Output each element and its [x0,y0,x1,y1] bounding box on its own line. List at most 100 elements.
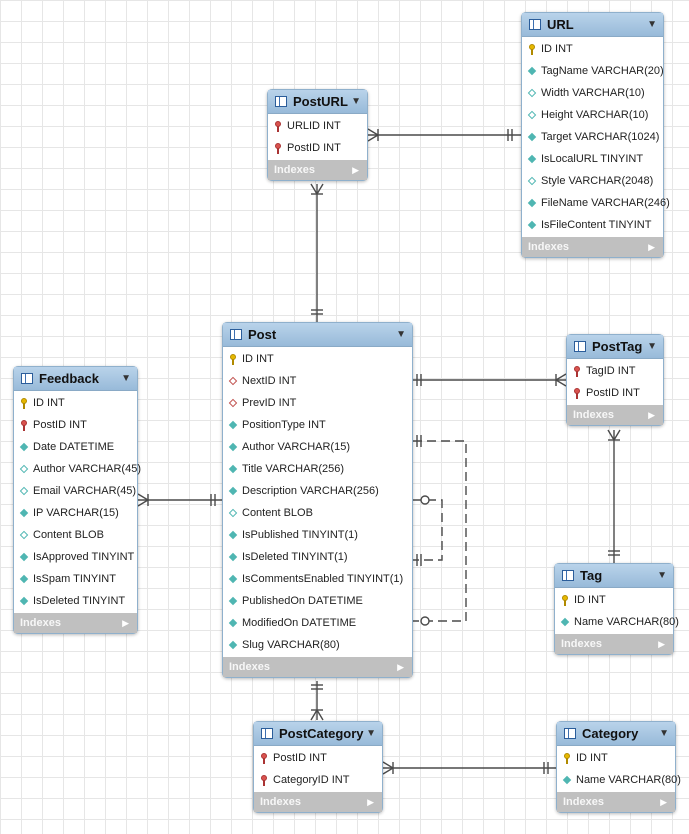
indexes-bar[interactable]: Indexes ▶ [557,792,675,812]
triangle-right-icon[interactable]: ▶ [648,409,655,420]
indexes-bar[interactable]: Indexes ▶ [567,405,663,425]
column-row[interactable]: PostID INT [254,747,382,769]
column-row[interactable]: ID INT [555,589,673,611]
self-relationship-inner[interactable] [413,495,443,566]
triangle-down-icon[interactable]: ▼ [647,19,657,30]
column-row[interactable]: ID INT [14,392,137,414]
triangle-down-icon[interactable]: ▼ [396,329,406,340]
column-row[interactable]: PositionType INT [223,414,412,436]
column-row[interactable]: TagID INT [567,360,663,382]
column-row[interactable]: IsLocalURL TINYINT [522,148,663,170]
column-row[interactable]: IsCommentsEnabled TINYINT(1) [223,568,412,590]
entity-header[interactable]: Feedback ▼ [14,367,137,391]
column-row[interactable]: Width VARCHAR(10) [522,82,663,104]
entity-url[interactable]: URL ▼ ID INT TagName VARCHAR(20)Width VAR… [521,12,670,258]
column-row[interactable]: PrevID INT [223,392,412,414]
column-row[interactable]: Author VARCHAR(15) [223,436,412,458]
entity-header[interactable]: PostCategory ▼ [254,722,382,746]
column-label: PrevID INT [242,397,297,409]
column-row[interactable]: ID INT [522,38,663,60]
diamond-icon [528,154,537,165]
column-row[interactable]: FileName VARCHAR(246) [522,192,670,214]
column-row[interactable]: Date DATETIME [14,436,137,458]
triangle-down-icon[interactable]: ▼ [647,341,657,352]
triangle-down-icon[interactable]: ▼ [657,570,667,581]
column-row[interactable]: Name VARCHAR(80) [557,769,681,791]
column-label: ID INT [541,43,573,55]
column-row[interactable]: Height VARCHAR(10) [522,104,663,126]
triangle-down-icon[interactable]: ▼ [659,728,669,739]
triangle-right-icon[interactable]: ▶ [658,638,665,649]
column-row[interactable]: ModifiedOn DATETIME [223,612,412,634]
relationship-post-postcategory[interactable] [310,681,324,721]
indexes-bar[interactable]: Indexes ▶ [268,160,367,180]
entity-header[interactable]: URL ▼ [522,13,663,37]
column-row[interactable]: ID INT [223,348,412,370]
column-row[interactable]: TagName VARCHAR(20) [522,60,664,82]
diamond-icon [20,574,29,585]
triangle-down-icon[interactable]: ▼ [121,373,131,384]
indexes-bar[interactable]: Indexes ▶ [555,634,673,654]
indexes-bar[interactable]: Indexes ▶ [254,792,382,812]
triangle-right-icon[interactable]: ▶ [367,796,374,807]
entity-header[interactable]: Post ▼ [223,323,412,347]
column-row[interactable]: IsFileContent TINYINT [522,214,663,236]
column-row[interactable]: Name VARCHAR(80) [555,611,679,633]
diamond-icon [561,617,570,628]
relationship-feedback-post[interactable] [137,493,223,507]
column-row[interactable]: PostID INT [14,414,137,436]
indexes-bar[interactable]: Indexes ▶ [14,613,137,633]
column-row[interactable]: IsDeleted TINYINT [14,590,137,612]
column-row[interactable]: Target VARCHAR(1024) [522,126,663,148]
column-row[interactable]: URLID INT [268,115,367,137]
entity-header[interactable]: Tag ▼ [555,564,673,588]
column-label: Title VARCHAR(256) [242,463,345,475]
column-row[interactable]: IsApproved TINYINT [14,546,137,568]
column-row[interactable]: PublishedOn DATETIME [223,590,412,612]
triangle-right-icon[interactable]: ▶ [397,661,404,672]
column-row[interactable]: CategoryID INT [254,769,382,791]
column-row[interactable]: Style VARCHAR(2048) [522,170,663,192]
triangle-right-icon[interactable]: ▶ [648,241,655,252]
relationship-posturl-post[interactable] [310,183,324,322]
relationship-post-posttag[interactable] [413,373,567,387]
foreign-key-icon [260,774,269,786]
self-relationship-outer[interactable] [413,435,467,626]
column-row[interactable]: Slug VARCHAR(80) [223,634,412,656]
column-row[interactable]: Email VARCHAR(45) [14,480,137,502]
column-row[interactable]: IP VARCHAR(15) [14,502,137,524]
entity-header[interactable]: PostTag ▼ [567,335,663,359]
column-row[interactable]: IsPublished TINYINT(1) [223,524,412,546]
relationship-posttag-tag[interactable] [607,429,621,563]
triangle-right-icon[interactable]: ▶ [352,164,359,175]
indexes-bar[interactable]: Indexes ▶ [522,237,663,257]
column-row[interactable]: Title VARCHAR(256) [223,458,412,480]
entity-header[interactable]: Category ▼ [557,722,675,746]
diamond-icon [229,464,238,475]
triangle-right-icon[interactable]: ▶ [660,796,667,807]
triangle-right-icon[interactable]: ▶ [122,617,129,628]
indexes-bar[interactable]: Indexes ▶ [223,657,412,677]
relationship-postcategory-category[interactable] [382,761,556,775]
relationship-posturl-url[interactable] [367,128,521,142]
column-row[interactable]: Author VARCHAR(45) [14,458,141,480]
column-row[interactable]: Description VARCHAR(256) [223,480,412,502]
column-row[interactable]: PostID INT [567,382,663,404]
triangle-down-icon[interactable]: ▼ [351,96,361,107]
triangle-down-icon[interactable]: ▼ [366,728,376,739]
column-row[interactable]: NextID INT [223,370,412,392]
column-row[interactable]: ID INT [557,747,675,769]
column-row[interactable]: IsDeleted TINYINT(1) [223,546,412,568]
column-row[interactable]: PostID INT [268,137,367,159]
column-row[interactable]: IsSpam TINYINT [14,568,137,590]
entity-header[interactable]: PostURL ▼ [268,90,367,114]
column-row[interactable]: Content BLOB [223,502,412,524]
column-row[interactable]: Content BLOB [14,524,137,546]
